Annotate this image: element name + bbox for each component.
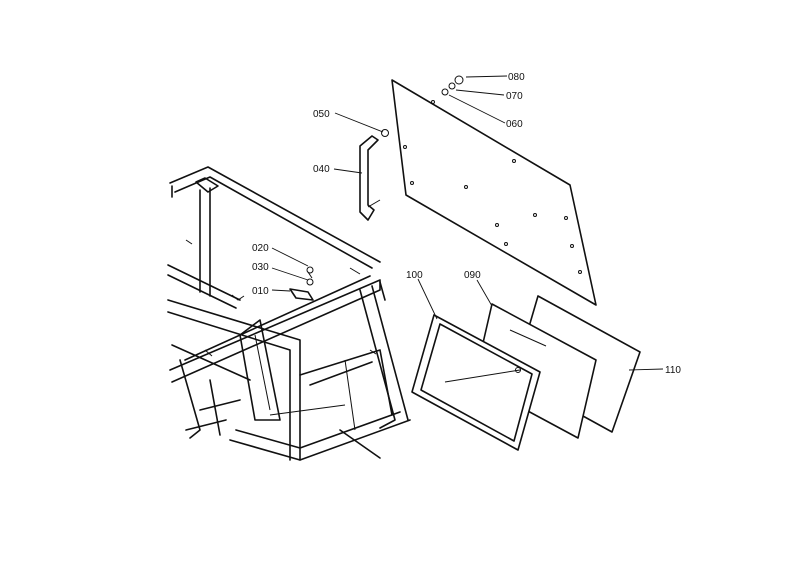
label-040: 040 — [313, 164, 330, 175]
handle — [359, 129, 389, 221]
label-030: 030 — [252, 262, 269, 273]
label-010: 010 — [252, 286, 269, 297]
part-labels: 050 040 080 070 060 020 030 010 100 090 … — [252, 72, 681, 376]
window-frame — [411, 314, 541, 451]
leader-lines — [271, 75, 664, 371]
label-060: 060 — [506, 119, 523, 130]
cab-frame — [167, 166, 411, 461]
label-100: 100 — [406, 270, 423, 281]
label-080: 080 — [508, 72, 525, 83]
label-050: 050 — [313, 109, 330, 120]
label-070: 070 — [506, 91, 523, 102]
label-090: 090 — [464, 270, 481, 281]
fasteners — [441, 75, 464, 96]
label-020: 020 — [252, 243, 269, 254]
rear-panel — [391, 79, 597, 306]
label-110: 110 — [665, 365, 681, 376]
latch-bracket — [289, 266, 314, 301]
